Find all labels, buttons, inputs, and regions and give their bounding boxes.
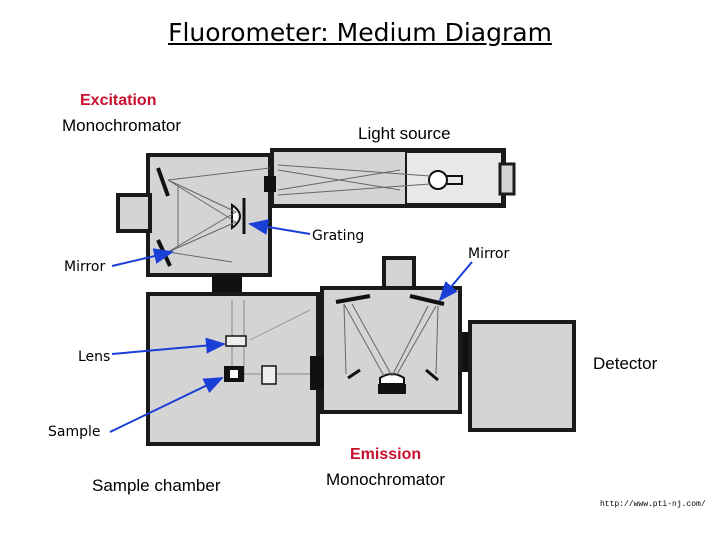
sample-chamber-label: Sample chamber — [92, 476, 221, 495]
emission-monochromator-housing — [310, 256, 462, 414]
light-source-housing — [264, 148, 516, 208]
mirror-right-arrow — [438, 261, 473, 302]
mirror-right-label: Mirror — [468, 246, 510, 262]
detector-label: Detector — [593, 354, 658, 373]
sample-arrow — [109, 377, 224, 433]
emission-monochromator-label: Monochromator — [326, 470, 446, 489]
page-title: Fluorometer: Medium Diagram — [168, 18, 552, 47]
excitation-monochromator-label: Monochromator — [62, 116, 182, 135]
callout-arrows — [109, 219, 473, 433]
excitation-label: Excitation — [80, 92, 157, 109]
detector-housing — [462, 320, 576, 432]
excitation-monochromator-housing — [116, 153, 272, 295]
sample-chamber-housing — [146, 292, 320, 446]
lens-arrow — [111, 337, 226, 355]
emission-label: Emission — [350, 446, 422, 463]
grating-arrow — [248, 219, 311, 235]
light-source-label: Light source — [358, 124, 451, 143]
sample-label: Sample — [48, 424, 101, 440]
credit-url: http://www.pti-nj.com/ — [600, 500, 706, 509]
mirror-left-label: Mirror — [64, 259, 106, 275]
mirror-left-arrow — [111, 248, 174, 267]
grating-label: Grating — [312, 228, 365, 244]
lens-label: Lens — [78, 349, 111, 365]
